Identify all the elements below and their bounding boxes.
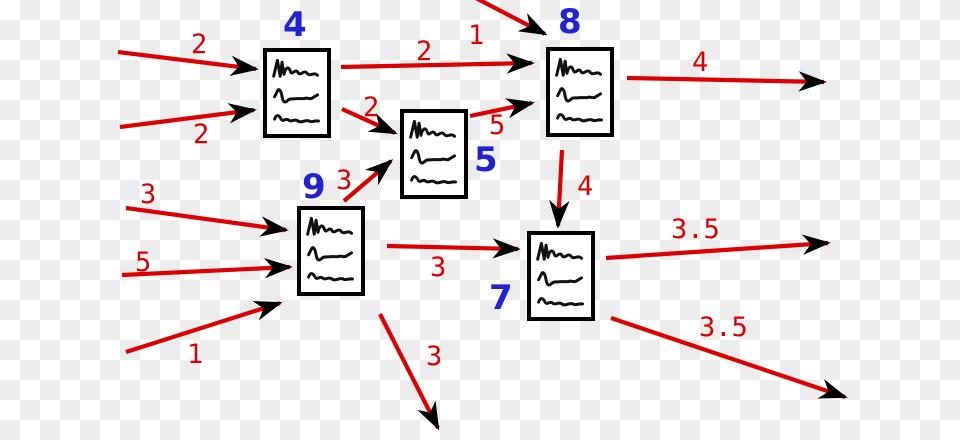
edge-4-to-5	[341, 107, 398, 135]
edge-weight: 4	[692, 47, 709, 78]
edge-9-to-5	[342, 159, 394, 203]
node-label-9: 9	[302, 167, 326, 207]
doc-node-7	[527, 231, 595, 321]
doc-node-8	[546, 47, 614, 137]
doc-node-9	[297, 206, 365, 296]
node-label-8: 8	[558, 2, 582, 42]
edge-left-to-4-bottom	[119, 103, 257, 130]
edge-5-to-8	[469, 98, 535, 119]
document-scribble-icon	[536, 241, 584, 307]
edge-7-to-right	[605, 234, 831, 261]
node-label-7: 7	[489, 278, 513, 318]
edge-9-to-7	[386, 238, 521, 259]
edge-9-to-bottom	[378, 313, 440, 431]
document-scribble-icon	[306, 216, 354, 282]
edge-weight: 1	[468, 20, 485, 51]
edge-7-to-bottom-right	[610, 316, 848, 399]
edge-weight: 3	[430, 252, 447, 283]
edge-weight: 2	[363, 92, 380, 123]
edge-weight: 3.5	[671, 214, 720, 245]
edge-weight: 3	[426, 341, 443, 372]
document-scribble-icon	[272, 58, 320, 124]
edge-weight: 3.5	[699, 312, 748, 343]
edge-left-to-9-top	[125, 205, 289, 237]
node-label-4: 4	[283, 5, 307, 45]
edge-weight: 1	[187, 339, 204, 370]
edge-left-to-9-bottom	[125, 300, 283, 355]
edge-weight: 4	[577, 171, 594, 202]
edge-8-to-right	[626, 71, 827, 92]
edge-left-to-9-middle	[121, 258, 293, 279]
document-scribble-icon	[409, 119, 457, 185]
doc-node-5	[400, 109, 468, 199]
edge-weight: 5	[135, 247, 152, 278]
node-label-5: 5	[474, 140, 498, 180]
edge-8-to-7	[549, 149, 570, 229]
edge-4-to-8	[340, 53, 535, 74]
edge-weight: 2	[416, 36, 433, 67]
doc-node-4	[263, 48, 331, 138]
edge-left-to-4-top	[117, 49, 259, 77]
edge-weight: 3	[336, 165, 353, 196]
edge-weight: 2	[191, 29, 208, 60]
edge-weight: 3	[140, 179, 157, 210]
document-scribble-icon	[555, 57, 603, 123]
edge-top-to-8	[475, 0, 548, 36]
edge-weight: 5	[489, 110, 506, 141]
edge-weight: 2	[193, 119, 210, 150]
